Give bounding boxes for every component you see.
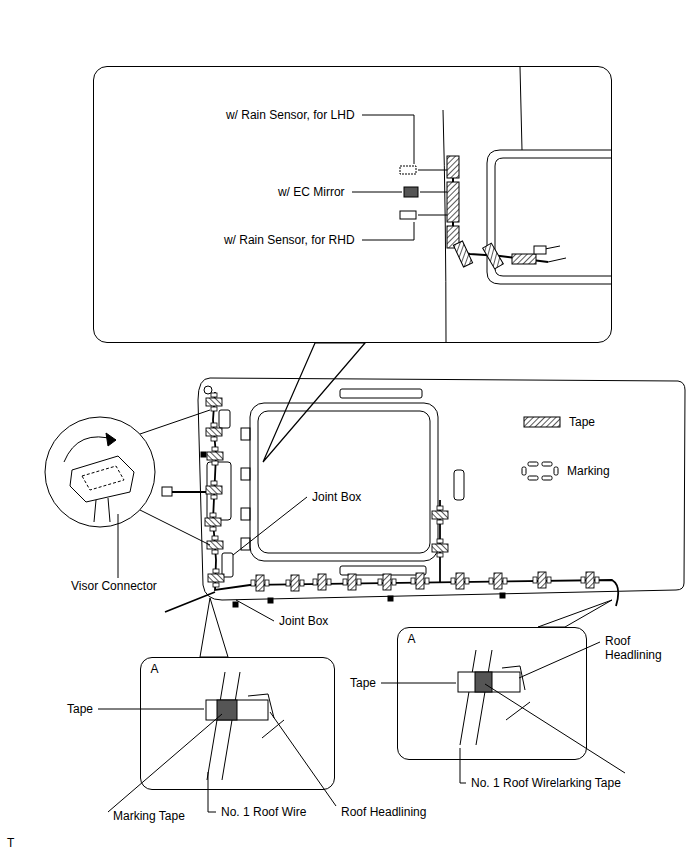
option-label: w/ Rain Sensor, for RHD — [223, 233, 356, 247]
part-label: No. 1 Roof Wire — [470, 776, 557, 790]
legend-item: Marking — [520, 460, 611, 482]
legend-swatch — [520, 460, 560, 482]
callout-pointer — [538, 600, 612, 627]
roof-headlining — [198, 378, 685, 607]
callout-panel: w/ Rain Sensor, for LHD w/ EC Mirror w/ Ra… — [93, 66, 612, 343]
option-label: w/ Rain Sensor, for LHD — [225, 108, 356, 122]
view-letter: A — [407, 632, 417, 646]
part-label: Marking Tape — [112, 809, 186, 823]
part-label: Marking Tape — [548, 776, 622, 790]
part-label: Roof Headlining — [604, 634, 674, 662]
no1-roof-wire — [162, 392, 618, 612]
part-label: No. 1 Roof Wire — [220, 805, 307, 819]
part-label: Roof Headlining — [340, 805, 427, 819]
tape-detail — [458, 650, 530, 745]
part-label: Joint Box — [311, 490, 362, 504]
leader-line — [352, 115, 414, 240]
part-label: Visor Connector — [70, 579, 158, 593]
part-label: Tape — [349, 676, 377, 690]
legend-swatch — [522, 411, 562, 433]
detail-panel: A — [397, 627, 587, 760]
callout-pointer — [200, 598, 228, 657]
option-label: w/ EC Mirror — [277, 185, 346, 199]
wire-clip — [205, 393, 599, 591]
view-letter: A — [150, 662, 160, 676]
harness-detail — [400, 67, 611, 342]
page-mark: T — [6, 836, 15, 850]
part-label: Tape — [66, 702, 94, 716]
legend-label: Tape — [568, 415, 596, 429]
part-label: Joint Box — [278, 614, 329, 628]
detail-panel: A — [140, 657, 335, 790]
legend-item: Tape — [522, 411, 596, 433]
visor-connector-inset — [45, 410, 210, 545]
legend-label: Marking — [566, 464, 611, 478]
tape-detail — [206, 672, 284, 780]
leader-line — [98, 497, 625, 812]
